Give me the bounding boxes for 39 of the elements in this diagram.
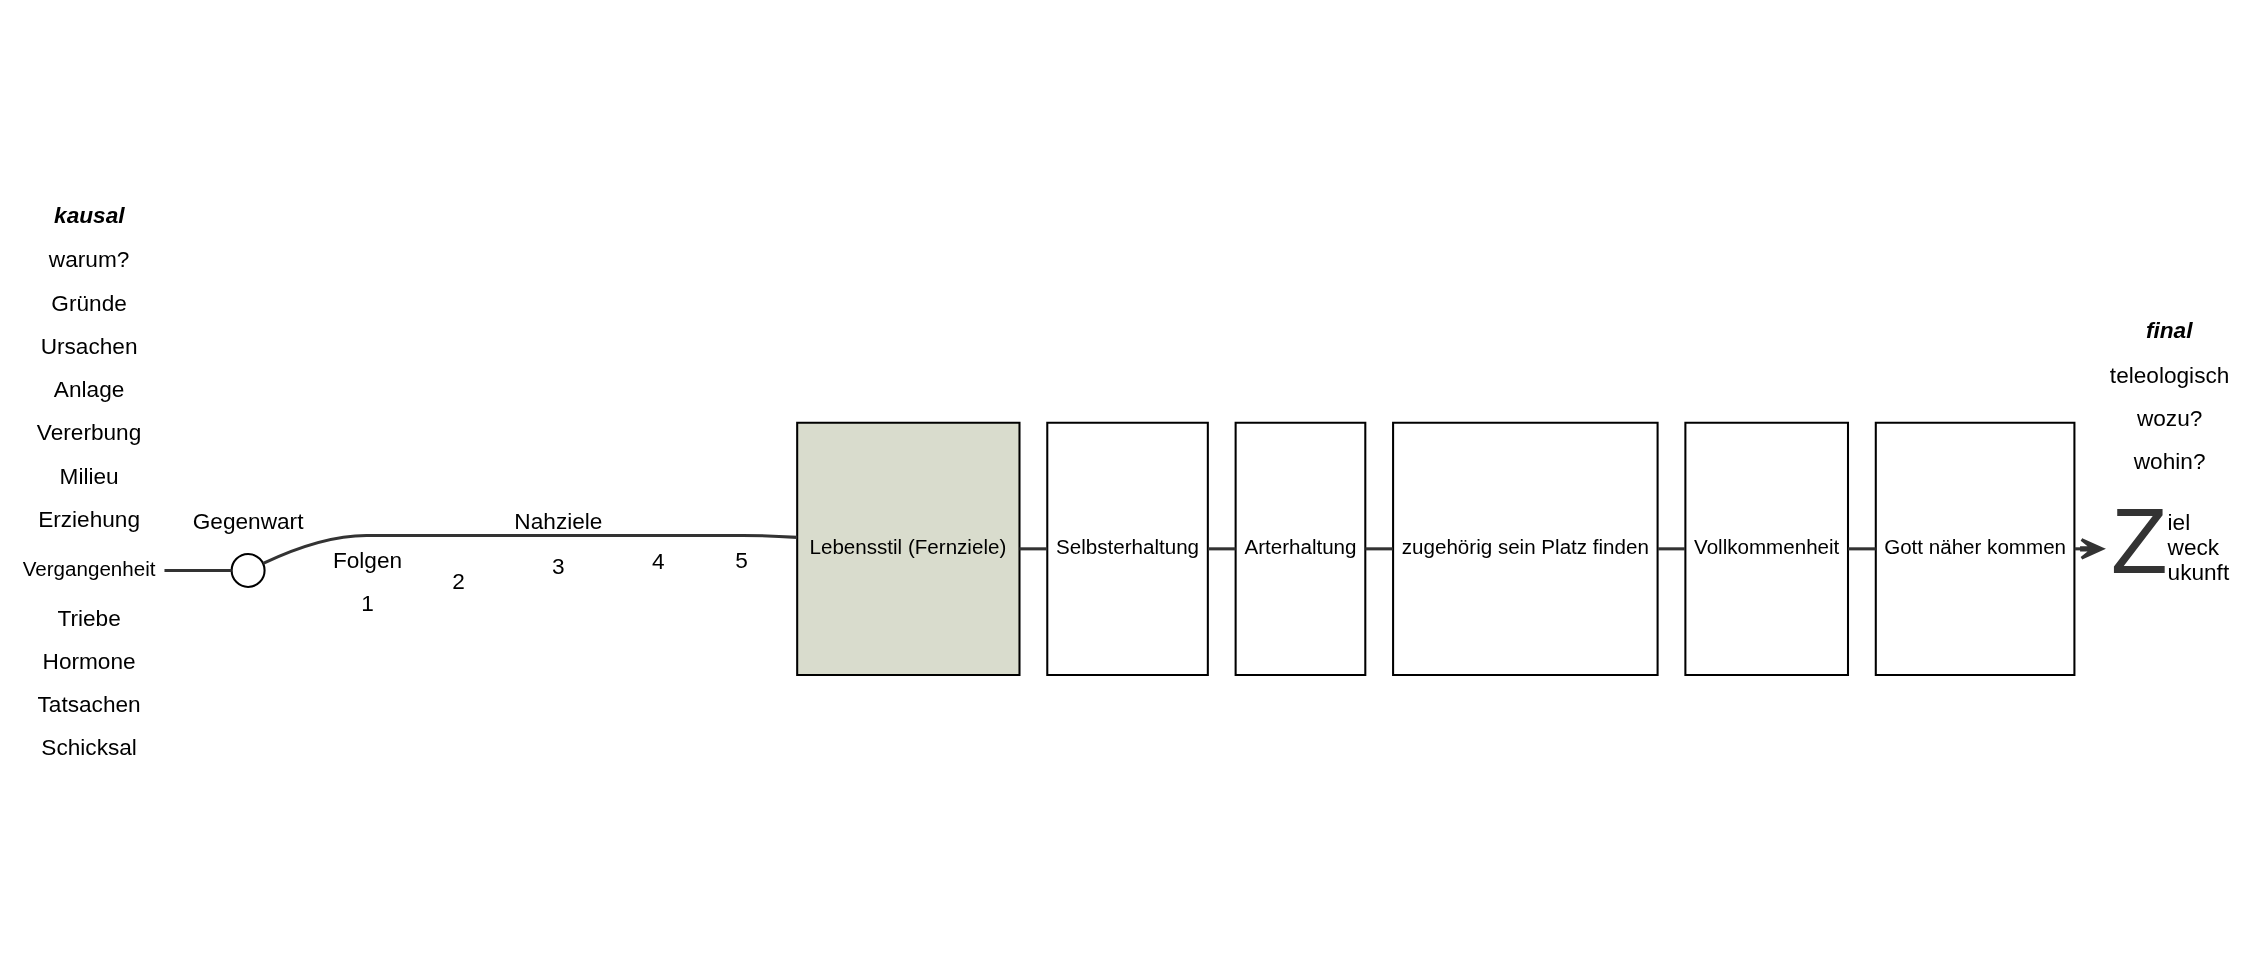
label: final	[2145, 317, 2193, 343]
label: 1	[361, 590, 374, 616]
label: 5	[735, 547, 748, 573]
node-box: zugehörig sein Platz finden	[1392, 421, 1659, 676]
label: 3	[552, 553, 565, 579]
label: Tatsachen	[37, 691, 141, 717]
label: Schicksal	[41, 734, 137, 760]
connector	[1365, 546, 1393, 550]
label: warum?	[48, 246, 130, 272]
connector	[1208, 546, 1236, 550]
connector	[1657, 546, 1686, 550]
label: teleologisch	[2109, 362, 2230, 388]
label: Gründe	[51, 290, 127, 316]
connector	[1019, 546, 1048, 550]
node-box: Lebensstil (Fernziele)	[796, 421, 1021, 676]
node-text: Vergangenheit	[22, 556, 156, 580]
label: Triebe	[57, 605, 121, 631]
label: Erziehung	[38, 506, 141, 532]
label: Vererbung	[36, 419, 142, 445]
edge-label: Nahziele	[514, 508, 603, 534]
connector	[164, 568, 232, 572]
label: Hormone	[42, 648, 136, 674]
label: wozu?	[2136, 405, 2203, 431]
label: Anlage	[53, 376, 125, 402]
label: 2	[452, 568, 465, 594]
node-circle	[230, 552, 266, 588]
node-box: Selbsterhaltung	[1046, 421, 1209, 676]
connector	[1848, 546, 1876, 550]
connector	[262, 533, 798, 565]
node-box: Arterhaltung	[1234, 421, 1367, 676]
node-box: Gott näher kommen	[1874, 421, 2076, 676]
label: Folgen	[332, 547, 403, 573]
label: Ursachen	[40, 333, 138, 359]
label: 4	[651, 548, 665, 574]
node-box: Vollkommenheit	[1684, 421, 1850, 676]
label: Milieu	[59, 463, 119, 489]
label: Gegenwart	[192, 508, 304, 534]
label: kausal	[54, 202, 125, 228]
label: wohin?	[2133, 448, 2206, 474]
